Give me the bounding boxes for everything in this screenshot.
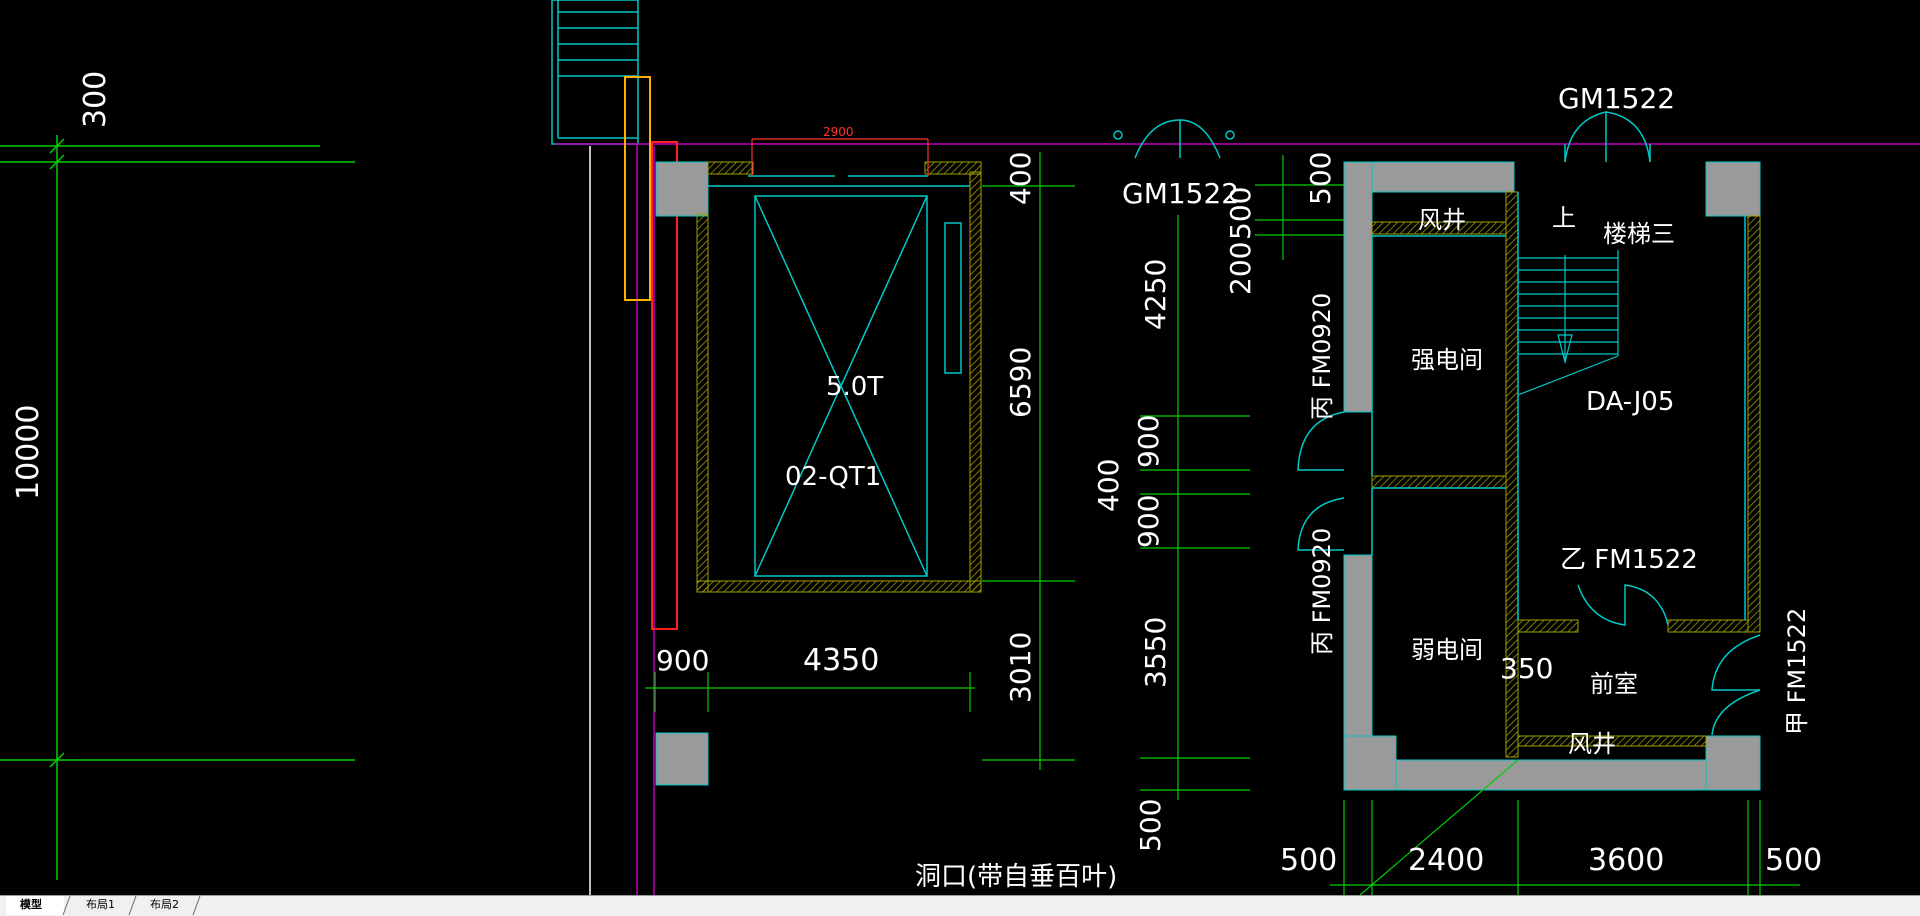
dim-500-left-bottom: 500 xyxy=(1134,799,1167,852)
upper-stair-fragment xyxy=(551,0,639,895)
gm1522-door-mid xyxy=(1113,119,1235,159)
cad-drawing-canvas[interactable]: 300 10000 xyxy=(0,0,1920,895)
dim-900-bottom: 900 xyxy=(656,644,709,677)
elevator-dimension-lines xyxy=(645,152,1075,770)
red-selection-box[interactable] xyxy=(651,141,678,630)
door-fm1522-jia-label: 甲 FM1522 xyxy=(1783,608,1811,735)
dim-4250: 4250 xyxy=(1139,259,1172,330)
dim-2900: 2900 xyxy=(823,125,854,139)
weak-room-label: 弱电间 xyxy=(1411,636,1483,664)
gm1522-mid-label: GM1522 xyxy=(1122,177,1239,210)
magenta-guides xyxy=(555,143,1920,895)
door-fm1522-yi-label: 乙 FM1522 xyxy=(1560,545,1698,575)
tab-layout2[interactable]: 布局2 xyxy=(150,898,179,911)
dim-200: 200 xyxy=(1224,242,1257,295)
fengjing-bottom-label: 风井 xyxy=(1568,730,1616,758)
dim-900-a: 900 xyxy=(1132,415,1165,468)
dim-500-b1: 500 xyxy=(1280,843,1337,878)
elevator-shaft xyxy=(655,138,982,786)
dim-500-top-a: 500 xyxy=(1224,187,1257,240)
tab-model[interactable]: 模型 xyxy=(6,896,64,915)
dim-900-b: 900 xyxy=(1132,495,1165,548)
dim-400-mid: 400 xyxy=(1092,459,1125,512)
dim-6590: 6590 xyxy=(1004,347,1037,418)
fengjing-top-label: 风井 xyxy=(1418,206,1466,234)
layout-tab-bar: 模型 布局1 布局2 xyxy=(0,895,1920,916)
opening-note-label: 洞口(带自垂百叶) xyxy=(915,862,1117,892)
dim-400-top: 400 xyxy=(1004,152,1037,205)
door-fm0920-b-label: 丙 FM0920 xyxy=(1308,528,1336,655)
bottom-dimension-lines xyxy=(1330,800,1800,895)
qianshi-label: 前室 xyxy=(1590,670,1638,698)
shang-label: 上 xyxy=(1552,204,1576,232)
dim-3600: 3600 xyxy=(1588,843,1664,878)
tab-layout1[interactable]: 布局1 xyxy=(86,898,115,911)
stair-name-label: 楼梯三 xyxy=(1603,220,1675,248)
elevator-code-label: 02-QT1 xyxy=(785,462,881,492)
dim-500-top-b: 500 xyxy=(1304,152,1337,205)
dim-4350: 4350 xyxy=(803,643,879,678)
dim-3010: 3010 xyxy=(1004,632,1037,703)
dim-3550: 3550 xyxy=(1139,617,1172,688)
middle-dimension-lines xyxy=(1140,155,1345,800)
dim-500-b2: 500 xyxy=(1765,843,1822,878)
door-fm0920-a-label: 丙 FM0920 xyxy=(1308,293,1336,420)
orange-selection-box[interactable] xyxy=(624,76,651,301)
right-building-block xyxy=(1297,111,1761,895)
strong-room-label: 强电间 xyxy=(1411,346,1483,374)
elevator-capacity-label: 5.0T xyxy=(826,372,883,402)
dim-350: 350 xyxy=(1500,652,1553,685)
dim-300: 300 xyxy=(78,71,113,128)
stair-code-label: DA-J05 xyxy=(1586,387,1674,417)
left-dimension-group xyxy=(0,135,355,880)
dim-2400: 2400 xyxy=(1408,843,1484,878)
gm1522-right-label: GM1522 xyxy=(1558,82,1675,115)
dim-10000: 10000 xyxy=(11,405,46,500)
